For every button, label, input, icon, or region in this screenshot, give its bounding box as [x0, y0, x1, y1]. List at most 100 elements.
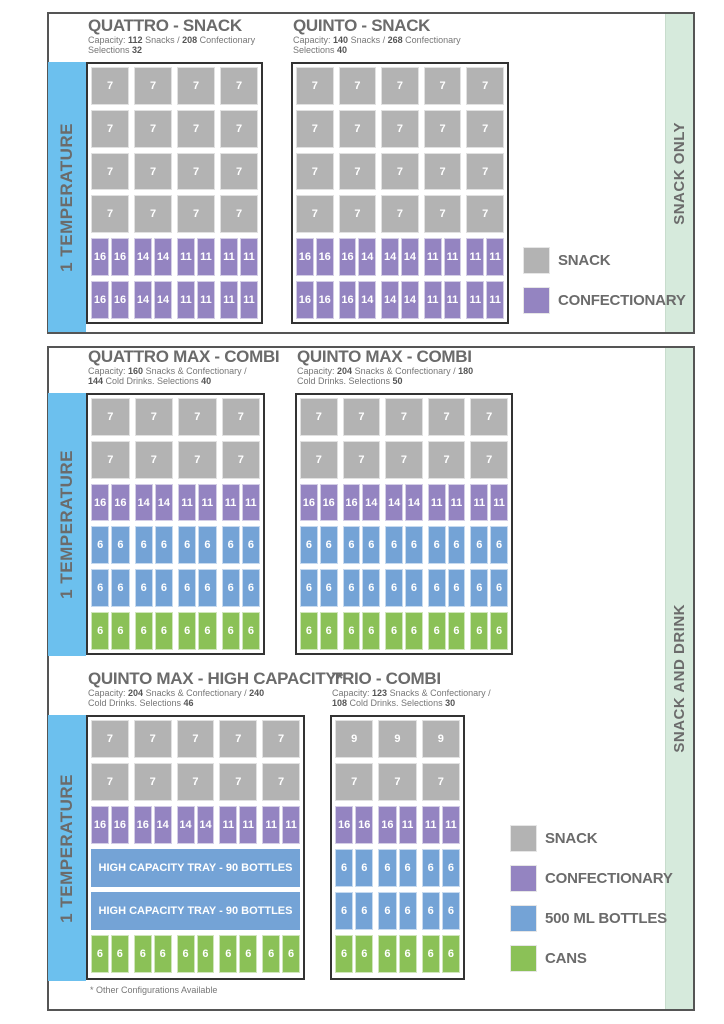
- tray-column: 7: [296, 67, 334, 105]
- spiral-cell-cans: 6: [427, 612, 446, 650]
- spiral-cell-snack: 7: [91, 440, 130, 479]
- spiral-cell-snack: 7: [134, 195, 172, 234]
- legend-item: SNACK: [510, 825, 673, 852]
- spiral-cell-cans: 6: [110, 935, 129, 973]
- spiral-cell-cans: 6: [441, 935, 460, 973]
- tray-column: 7: [91, 195, 129, 234]
- spiral-cell-snack: 7: [335, 763, 374, 801]
- spiral-cell-bottles: 6: [490, 526, 508, 565]
- machine-title: QUATTRO - SNACK: [88, 16, 242, 35]
- spiral-cell-snack: 7: [262, 763, 300, 801]
- spiral-cell-confectionary: 11: [241, 483, 260, 522]
- spiral-cell-snack: 7: [91, 67, 129, 105]
- spiral-cell-bottles: 6: [490, 569, 508, 608]
- spiral-cell-snack: 9: [335, 720, 374, 758]
- spiral-cell-snack: 7: [296, 195, 334, 234]
- legend-label: 500 ML BOTTLES: [545, 910, 667, 927]
- capacity-text: 108 Cold Drinks. Selections 30: [332, 698, 491, 708]
- tray-column: 7: [133, 720, 172, 758]
- spiral-cell-cans: 6: [342, 612, 361, 650]
- spiral-cell-bottles: 6: [300, 526, 318, 565]
- capacity-text: Cold Drinks. Selections 50: [297, 376, 473, 386]
- spiral-cell-bottles: 6: [111, 526, 130, 565]
- tray-column: 7: [423, 109, 462, 148]
- spiral-cell-snack: 7: [423, 67, 462, 105]
- capacity-value: 50: [392, 376, 403, 386]
- spiral-cell-snack: 7: [220, 195, 258, 234]
- spiral-cell-confectionary: 11: [177, 281, 195, 319]
- spiral-cell-snack: 7: [296, 109, 334, 148]
- tray-column: 7: [385, 440, 423, 479]
- capacity-value: 40: [337, 45, 348, 55]
- temperature-bar: 1 TEMPERATURE: [48, 393, 86, 656]
- spiral-cell-cans: 6: [154, 612, 173, 650]
- spiral-cell-cans: 6: [300, 612, 318, 650]
- category-strip: SNACK AND DRINK: [665, 348, 693, 1009]
- temperature-label: 1 TEMPERATURE: [57, 450, 76, 599]
- legend-swatch-bottles: [510, 905, 537, 932]
- spiral-cell-snack: 7: [177, 67, 215, 105]
- tray-column: 7: [342, 398, 381, 436]
- capacity-label: Capacity:: [88, 688, 129, 698]
- spiral-cell-snack: 7: [134, 67, 172, 105]
- tray-column: 7: [177, 109, 215, 148]
- spiral-cell-snack: 7: [91, 195, 129, 234]
- capacity-label: Selections: [88, 45, 133, 55]
- category-label: SNACK ONLY: [671, 121, 688, 225]
- machine-title: QUINTO MAX - HIGH CAPACITY*: [88, 669, 343, 688]
- tray-column: 7: [300, 398, 338, 436]
- spiral-cell-snack: 7: [381, 152, 419, 191]
- spiral-cell-confectionary: 16: [335, 806, 354, 844]
- legend-item: CONFECTIONARY: [523, 287, 686, 314]
- spiral-cell-snack: 7: [221, 398, 260, 436]
- tray-column: 7: [178, 440, 217, 479]
- capacity-text: Selections 32: [88, 45, 255, 55]
- legend-item: CANS: [510, 945, 673, 972]
- legend-label: SNACK: [545, 830, 598, 847]
- spiral-cell-cans: 6: [378, 935, 397, 973]
- spiral-cell-confectionary: 16: [342, 483, 361, 522]
- tray-row-tray: HIGH CAPACITY TRAY - 90 BOTTLES: [91, 849, 300, 887]
- spiral-cell-snack: 7: [385, 440, 423, 479]
- spiral-cell-confectionary: 11: [423, 281, 442, 319]
- spiral-cell-bottles: 6: [378, 849, 397, 887]
- spiral-cell-bottles: 6: [241, 526, 260, 565]
- spiral-cell-snack: 7: [134, 152, 172, 191]
- tray-column: 7: [134, 152, 172, 191]
- tray-column: 7: [466, 152, 504, 191]
- spiral-cell-cans: 6: [262, 935, 281, 973]
- temperature-bar: 1 TEMPERATURE: [48, 715, 86, 981]
- spiral-cell-snack: 7: [178, 398, 217, 436]
- machine-header: QUINTO MAX - HIGH CAPACITY*Capacity: 204…: [88, 669, 343, 708]
